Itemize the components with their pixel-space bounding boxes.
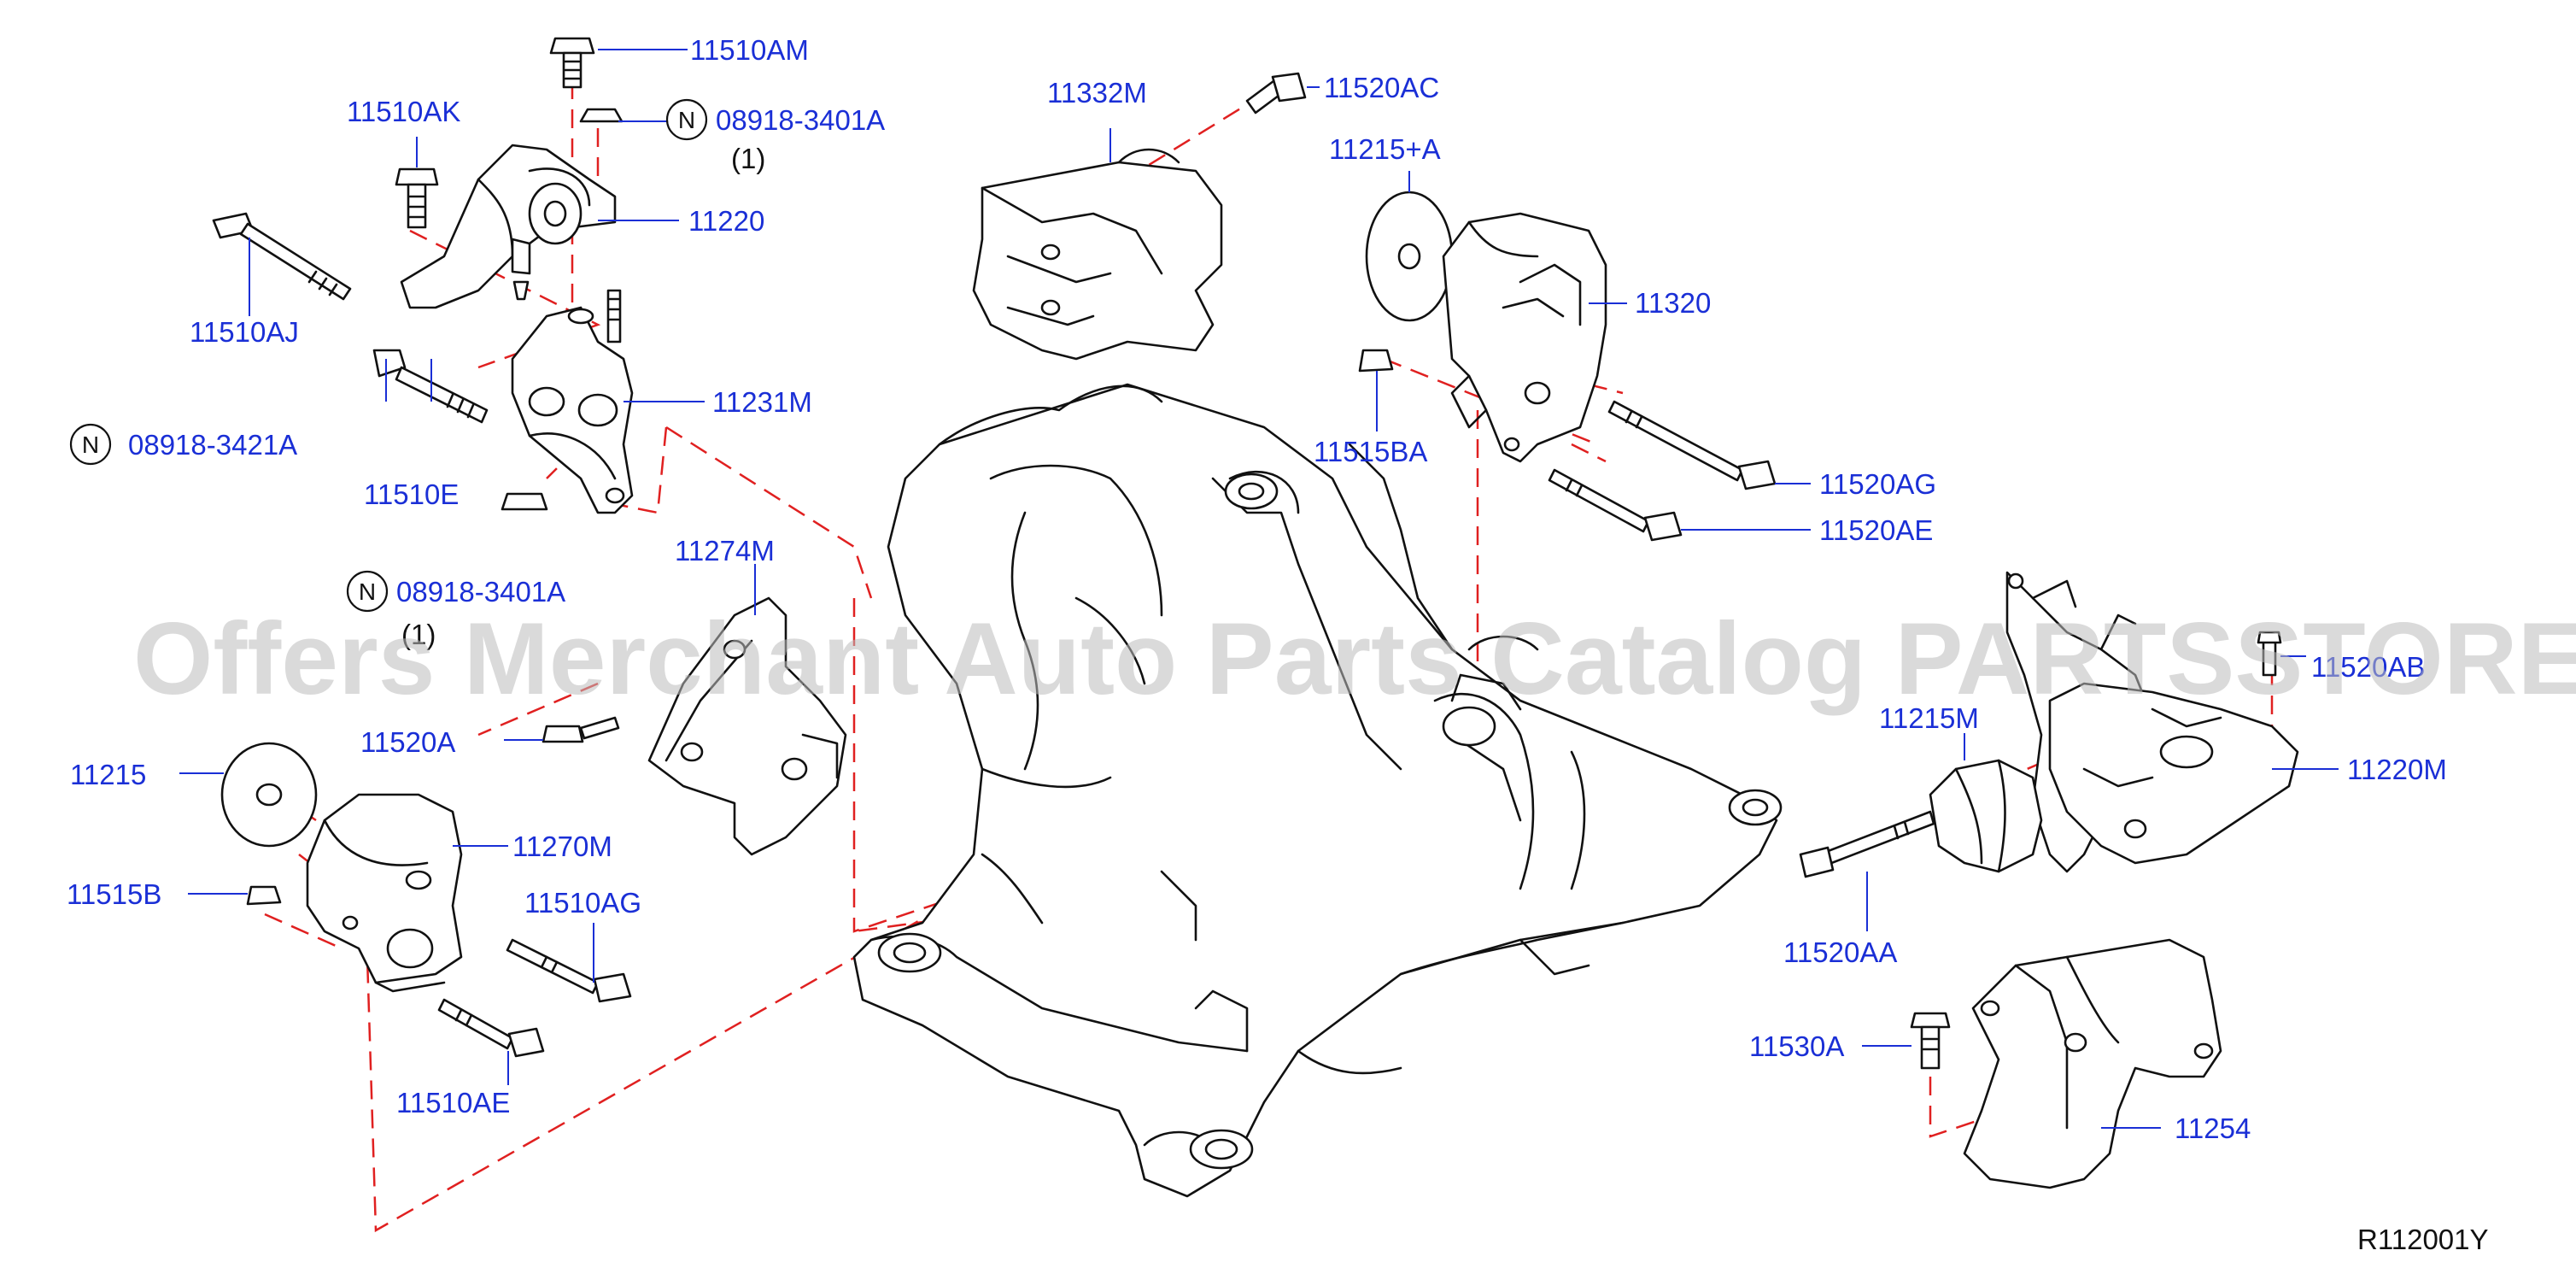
label-11215[interactable]: 11215 <box>70 759 146 790</box>
label-11510AK[interactable]: 11510AK <box>347 96 460 127</box>
qty-08918-3401A-top: (1) <box>731 143 765 174</box>
lower-right-bracket-group <box>1910 938 2222 1189</box>
label-11274M[interactable]: 11274M <box>675 535 775 566</box>
label-11220[interactable]: 11220 <box>688 205 764 237</box>
label-11515B[interactable]: 11515B <box>67 878 161 910</box>
svg-text:N: N <box>359 578 376 605</box>
label-08918-3421A[interactable]: 08918-3421A <box>128 429 297 461</box>
label-11510AG[interactable]: 11510AG <box>524 887 641 919</box>
label-11520AG[interactable]: 11520AG <box>1819 468 1936 500</box>
diagram-id: R112001Y <box>2357 1224 2489 1255</box>
upper-left-mount-group <box>212 37 634 514</box>
svg-text:N: N <box>678 107 695 133</box>
label-08918-3401A-top[interactable]: 08918-3401A <box>716 104 885 136</box>
label-11320[interactable]: 11320 <box>1635 287 1711 319</box>
right-mount-group <box>1799 571 2299 878</box>
label-11254[interactable]: 11254 <box>2175 1112 2251 1144</box>
qty-08918-3401A-mid: (1) <box>401 619 436 650</box>
label-08918-3401A-mid[interactable]: 08918-3401A <box>396 576 565 608</box>
leader-lines <box>179 49 2339 1129</box>
label-11530A[interactable]: 11530A <box>1749 1030 1844 1062</box>
label-11215-A[interactable]: 11215+A <box>1329 133 1441 165</box>
upper-right-mount-group <box>1358 191 1777 542</box>
label-11510E[interactable]: 11510E <box>364 478 459 510</box>
label-11520AC[interactable]: 11520AC <box>1324 72 1439 103</box>
label-11520A[interactable]: 11520A <box>360 726 455 758</box>
label-11231M[interactable]: 11231M <box>712 386 812 418</box>
label-11270M[interactable]: 11270M <box>512 831 612 862</box>
watermark-text: Offers Merchant Auto Parts Catalog PARTS… <box>133 602 2576 716</box>
note-badge-08918-3401A-mid: N <box>346 570 389 613</box>
svg-text:N: N <box>82 431 99 458</box>
label-11510AE[interactable]: 11510AE <box>396 1087 510 1118</box>
label-11520AE[interactable]: 11520AE <box>1819 514 1933 546</box>
note-badge-08918-3421A: N <box>69 423 112 466</box>
label-11515BA[interactable]: 11515BA <box>1314 436 1427 467</box>
note-badge-08918-3401A-top: N <box>665 98 708 141</box>
engine-subframe-assembly <box>852 383 1783 1198</box>
label-11510AM[interactable]: 11510AM <box>690 34 809 66</box>
label-11332M[interactable]: 11332M <box>1047 77 1147 109</box>
upper-center-mount-group <box>972 72 1307 361</box>
left-mount-group <box>220 596 847 1058</box>
label-11520AA[interactable]: 11520AA <box>1783 936 1897 968</box>
part-labels: 11510AM 11510AK 08918-3401A (1) 11220 11… <box>67 34 2447 1144</box>
label-11510AJ[interactable]: 11510AJ <box>190 316 299 348</box>
label-11215M[interactable]: 11215M <box>1879 702 1979 734</box>
label-11520AB[interactable]: 11520AB <box>2311 651 2425 683</box>
label-11220M[interactable]: 11220M <box>2347 754 2447 785</box>
